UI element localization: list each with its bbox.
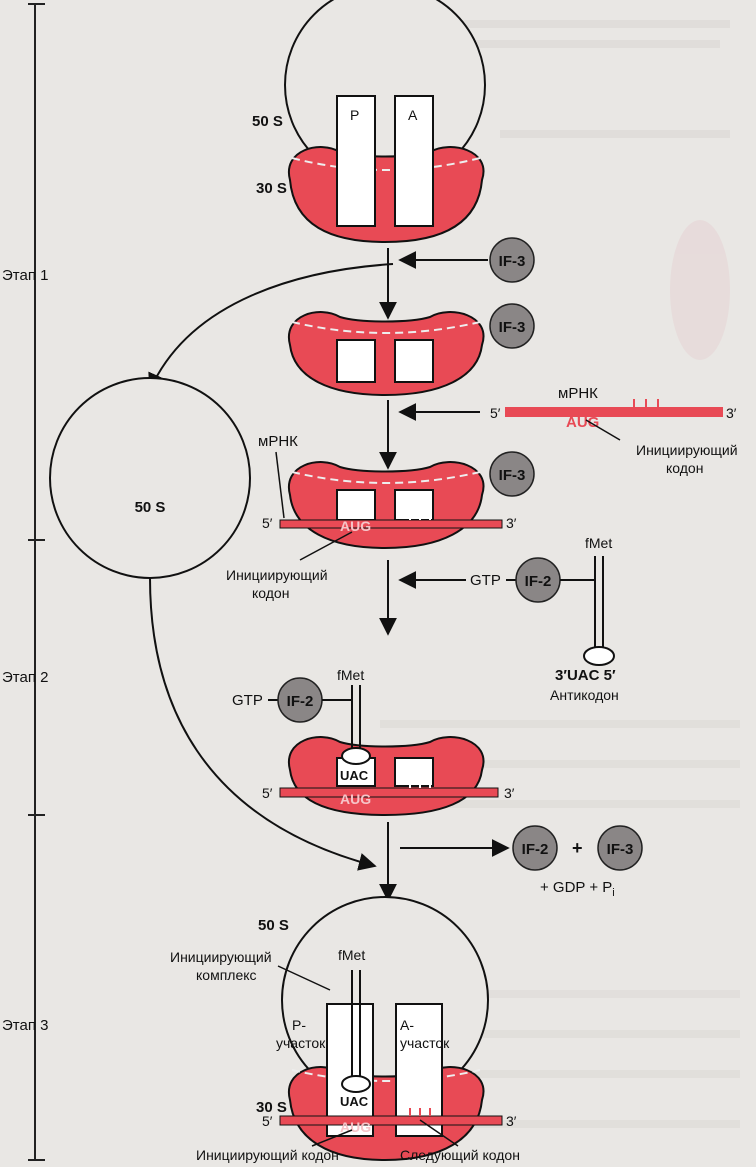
initiation-complex-70s: AUG UAC <box>279 896 503 1162</box>
init-codon-2-line2: кодон <box>252 585 289 601</box>
if3-label: IF-3 <box>499 253 526 270</box>
init-codon-1-line2: кодон <box>666 460 703 476</box>
released-factors: IF-2 + IF-3 + GDP + Pi <box>512 825 643 899</box>
reassociation-arrow <box>149 577 377 871</box>
five-prime-1: 5′ <box>490 405 501 421</box>
gtp-label-2: GTP <box>232 692 263 709</box>
if2-label-1: IF-2 <box>525 573 552 590</box>
fmet-label-3: fMet <box>338 947 365 963</box>
small-subunit-complex: AUG UAC <box>279 685 499 817</box>
if2-bound: IF-2 <box>277 677 352 723</box>
background-texture <box>370 20 740 1128</box>
three-prime-4: 3′ <box>506 1113 517 1129</box>
step-arrow-3 <box>379 560 466 636</box>
stage-3-label: Этап 3 <box>2 1017 48 1034</box>
five-prime-4: 5′ <box>262 1113 273 1129</box>
fmet-trna-free: fMet <box>560 535 615 666</box>
complex-label-line1: Инициирующий <box>170 949 272 965</box>
gtp-label-1: GTP <box>470 572 501 589</box>
init-codon-final: Инициирующий кодон <box>196 1147 339 1163</box>
if3-bound-label-2: IF-3 <box>499 467 526 484</box>
anticodon-sequence: 3′UAC 5′ <box>555 667 616 684</box>
aug-codon-1: AUG <box>566 414 599 431</box>
five-prime-3: 5′ <box>262 785 273 801</box>
a-site-line2: участок <box>400 1035 450 1051</box>
aug-codon-2: AUG <box>340 518 371 534</box>
free-50s-label: 50 S <box>135 499 166 516</box>
gdp-pi-label: + GDP + Pi <box>540 879 615 899</box>
mrna-label-1: мРНК <box>558 385 598 402</box>
step-arrow-4 <box>379 822 510 902</box>
five-prime-2: 5′ <box>262 515 273 531</box>
stage-1-label: Этап 1 <box>2 267 48 284</box>
large-subunit-label-2: 50 S <box>258 917 289 934</box>
init-codon-2-line1: Инициирующий <box>226 567 328 583</box>
mrna-label-2: мРНК <box>258 433 298 450</box>
p-site-line2: участок <box>276 1035 326 1051</box>
if3-released-label: IF-3 <box>607 841 634 858</box>
mrna-strand-1: 5′ AUG 3′ Инициирующий кодон <box>490 399 738 476</box>
small-subunit-mrna: AUG IF-3 <box>279 451 535 550</box>
if2-factor: IF-2 <box>515 557 561 603</box>
a-site-line1: A- <box>400 1017 414 1033</box>
stage-brackets <box>28 3 45 1161</box>
small-subunit-label: 30 S <box>256 180 287 197</box>
three-prime-3: 3′ <box>504 785 515 801</box>
fmet-label-1: fMet <box>585 535 612 551</box>
p-site-line1: P- <box>292 1017 306 1033</box>
step-arrow-2 <box>379 400 480 470</box>
init-codon-1-line1: Инициирующий <box>636 442 738 458</box>
stage-2-label: Этап 2 <box>2 669 48 686</box>
if3-bound-label: IF-3 <box>499 319 526 336</box>
uac-anticodon-1: UAC <box>340 768 369 783</box>
free-50s-subunit: 50 S <box>49 377 251 579</box>
uac-anticodon-2: UAC <box>340 1094 369 1109</box>
small-subunit-label-2: 30 S <box>256 1099 287 1116</box>
anticodon-label: Антикодон <box>550 687 619 703</box>
dissociation-arrow <box>148 263 394 392</box>
p-site-letter: P <box>350 107 359 123</box>
three-prime-1: 3′ <box>726 405 737 421</box>
aug-codon-3: AUG <box>340 791 371 807</box>
plus-sign: + <box>572 838 583 858</box>
a-site-letter: A <box>408 107 418 123</box>
large-subunit-label: 50 S <box>252 113 283 130</box>
if2-released-label: IF-2 <box>522 841 549 858</box>
if3-factor: IF-3 <box>489 237 535 283</box>
step-arrow-1 <box>379 248 488 320</box>
next-codon-label: Следующий кодон <box>400 1147 520 1163</box>
if2-label-2: IF-2 <box>287 693 314 710</box>
three-prime-2: 3′ <box>506 515 517 531</box>
ribosome-70s: P A <box>284 0 486 244</box>
complex-label-line2: комплекс <box>196 967 257 983</box>
fmet-label-2: fMet <box>337 667 364 683</box>
small-subunit-if3: IF-3 <box>287 303 535 397</box>
